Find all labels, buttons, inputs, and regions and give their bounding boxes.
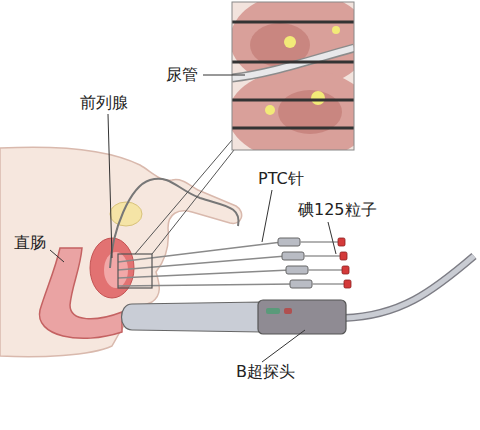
part-label: B超探头 [236,362,295,382]
part-label: 前列腺 [80,93,128,113]
leader-lines [50,75,336,362]
iodine-seeds [338,238,351,288]
part-label: PTC针 [258,169,304,189]
part-label: 碘125粒子 [298,200,377,220]
inset-frame [232,2,354,150]
zoom-box [118,254,152,288]
seed-applicators [300,242,346,284]
needle-hubs [278,238,312,288]
ultrasound-probe [122,302,263,332]
magnified-inset [232,2,354,150]
ultrasound-cable-core [344,256,474,318]
ultrasound-cable [344,256,474,318]
part-label: 直肠 [14,233,46,253]
probe-handle [258,300,346,334]
zoom-line [135,140,232,254]
ptc-needles [118,242,294,286]
probe-button [284,308,292,314]
zoom-line [152,150,234,254]
part-label: 尿管 [166,65,198,85]
probe-button [266,308,280,314]
